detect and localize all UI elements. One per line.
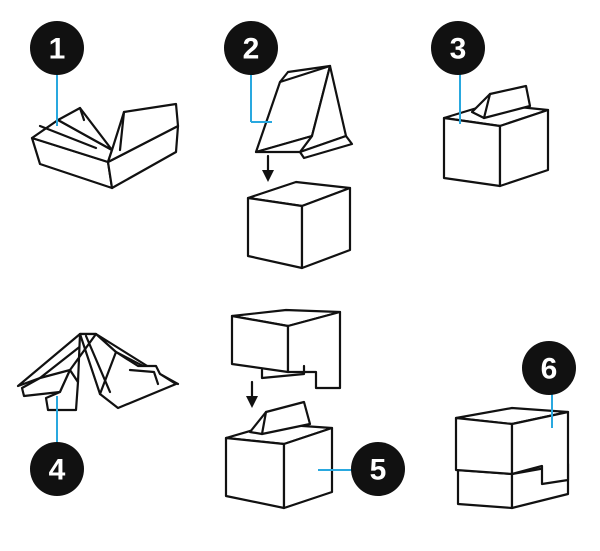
step-1-number: 1 — [49, 33, 66, 66]
step-2-box-illustration — [246, 180, 352, 270]
step-3-group: 3 — [431, 21, 550, 188]
step-3-badge — [431, 21, 485, 75]
step-4-lid-illustration — [16, 332, 180, 412]
step-5-box-with-insert-illustration — [224, 400, 334, 510]
step-4-badge — [30, 442, 84, 496]
step-5-number: 5 — [370, 454, 387, 487]
step-6-group: 6 — [454, 341, 576, 510]
step-5-down-arrow — [246, 380, 258, 408]
step-1-group: 1 — [30, 21, 180, 190]
step-1-badge — [30, 21, 84, 75]
step-6-badge — [522, 341, 576, 395]
step-1-open-box-illustration — [30, 102, 180, 190]
step-5-group: 5 — [224, 308, 405, 510]
step-2-badge — [224, 21, 278, 75]
step-4-number: 4 — [49, 454, 66, 487]
step-5-badge — [351, 442, 405, 496]
step-2-insert-illustration — [254, 64, 354, 160]
step-2-number: 2 — [243, 33, 260, 66]
step-6-closed-box-illustration — [454, 406, 570, 510]
step-6-number: 6 — [541, 353, 558, 386]
step-4-group: 4 — [16, 332, 180, 496]
step-2-group: 2 — [224, 21, 354, 270]
step-5-lid-illustration — [230, 308, 342, 390]
step-3-number: 3 — [450, 33, 467, 66]
step-3-box-with-insert-illustration — [442, 84, 550, 188]
step-2-down-arrow — [262, 154, 274, 182]
